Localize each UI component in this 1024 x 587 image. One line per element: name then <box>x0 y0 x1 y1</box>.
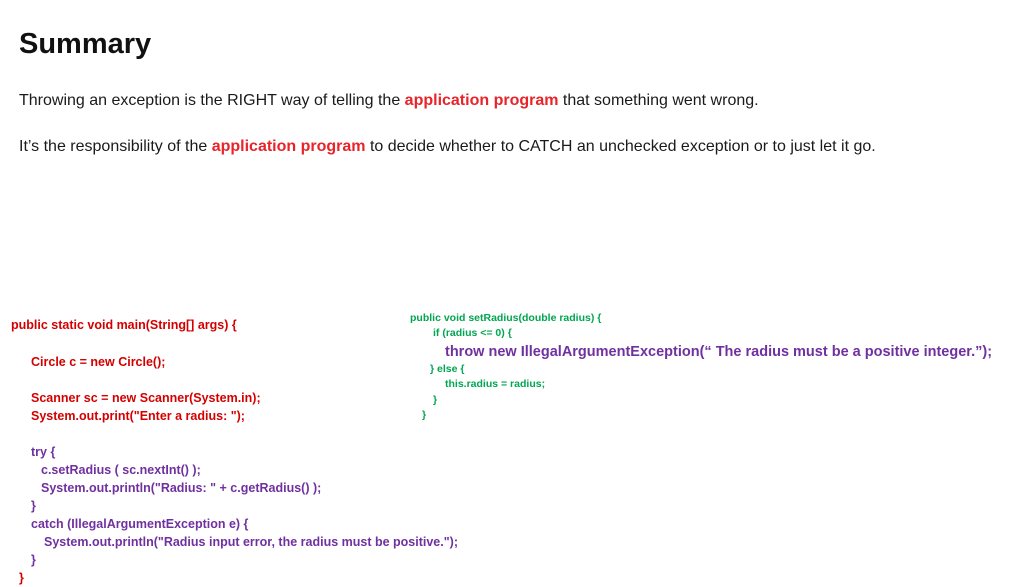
else-line: } else { <box>430 363 465 375</box>
prompt-print-line: System.out.print("Enter a radius: "); <box>31 409 245 423</box>
para-1-text-before: Throwing an exception is the RIGHT way o… <box>19 92 405 109</box>
catch-close-line: } <box>31 553 36 567</box>
responsibility-paragraph: It’s the responsibility of the applicati… <box>19 135 919 158</box>
para-2-highlight: application program <box>211 138 366 155</box>
set-radius-call-line: c.setRadius ( sc.nextInt() ); <box>41 463 201 477</box>
if-condition-line: if (radius <= 0) { <box>433 327 512 339</box>
circle-declaration-line: Circle c = new Circle(); <box>31 355 166 369</box>
if-close-line: } <box>433 394 438 406</box>
para-1-highlight: application program <box>404 92 559 109</box>
throw-exception-line: throw new IllegalArgumentException(“ The… <box>445 344 993 360</box>
main-method-code: public static void main(String[] args) {… <box>11 317 458 585</box>
set-radius-signature-line: public void setRadius(double radius) { <box>410 312 602 324</box>
para-2-text-before: It’s the responsibility of the <box>19 138 212 155</box>
main-close-line: } <box>19 571 24 585</box>
throwing-exception-paragraph: Throwing an exception is the RIGHT way o… <box>19 89 759 112</box>
para-2-text-after: to decide whether to CATCH an unchecked … <box>365 138 876 155</box>
slide-title: Summary <box>19 28 152 60</box>
set-radius-method-code: public void setRadius(double radius) { i… <box>410 311 992 421</box>
try-open-line: try { <box>31 445 56 459</box>
main-signature-line: public static void main(String[] args) { <box>11 318 237 332</box>
method-close-line: } <box>422 409 427 421</box>
para-1-text-after: that something went wrong. <box>558 92 759 109</box>
print-radius-line: System.out.println("Radius: " + c.getRad… <box>41 481 322 495</box>
print-error-line: System.out.println("Radius input error, … <box>44 535 458 549</box>
try-close-line: } <box>31 499 36 513</box>
assign-radius-line: this.radius = radius; <box>445 378 546 390</box>
catch-open-line: catch (IllegalArgumentException e) { <box>31 517 249 531</box>
scanner-declaration-line: Scanner sc = new Scanner(System.in); <box>31 391 261 405</box>
